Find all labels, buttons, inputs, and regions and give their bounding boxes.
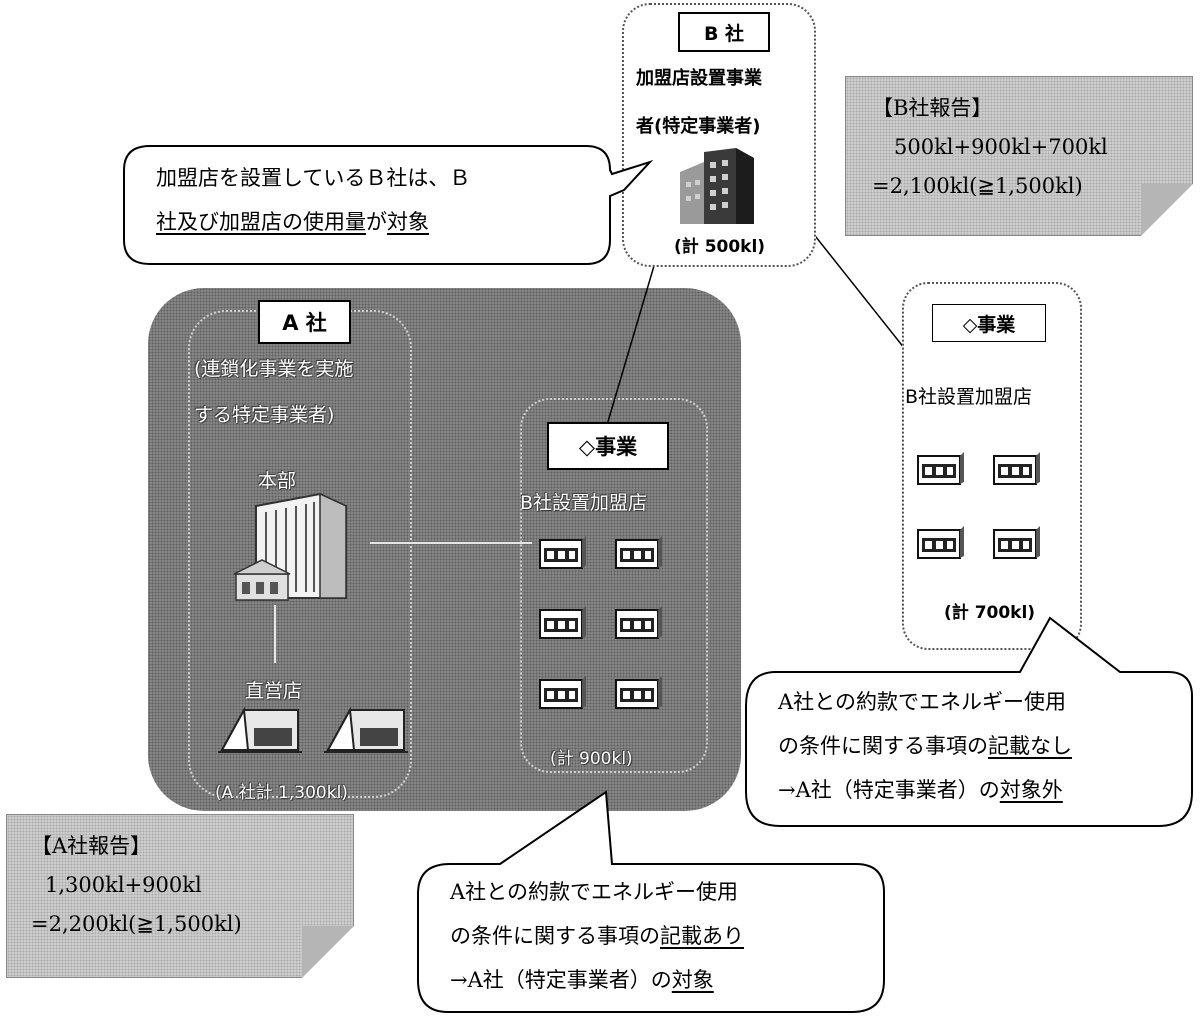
right-business-label: ◇事業 [932, 304, 1046, 342]
franchise-store-icon [615, 536, 662, 569]
office-building-icon [680, 148, 754, 224]
callout-right-text: A社との約款でエネルギー使用 の条件に関する事項の記載なし →A社（特定事業者）… [778, 680, 1072, 812]
page-fold-icon [302, 926, 354, 978]
callout-b-line1: 加盟店を設置しているＢ社は、Ｂ [156, 166, 471, 190]
callout-right-line3-underlined: 対象外 [999, 778, 1063, 802]
callout-bottom-outline [417, 790, 885, 1013]
callout-right-outline [745, 616, 1193, 827]
callout-bottom-line3: →A社（特定事業者）の対象 [450, 958, 744, 1002]
callout-bottom-line3-underlined: 対象 [671, 968, 714, 992]
a-report-line2: =2,200kl(≧1,500kl) [31, 912, 242, 936]
callout-b-line2: 社及び加盟店の使用量が対象 [156, 200, 470, 244]
callout-b-mid: が [366, 210, 387, 234]
b-company-name: B 社 [678, 12, 770, 52]
franchise-store-icon [917, 452, 964, 485]
callout-bottom-line2-plain: の条件に関する事項の [450, 924, 660, 948]
franchise-store-icon [539, 676, 586, 709]
a-business-label-text: ◇事業 [578, 435, 638, 459]
callout-right-line3-plain: →A社（特定事業者）の [778, 778, 1000, 802]
a-business-label: ◇事業 [547, 422, 669, 470]
callout-b-outline [123, 145, 654, 265]
direct-store-icon [218, 706, 302, 753]
a-business-total: (計 900kl) [550, 749, 633, 769]
a-report-line1: 1,300kl+900kl [45, 873, 202, 897]
page-fold-icon [1141, 184, 1193, 236]
headquarters-building-icon [233, 492, 347, 601]
callout-right-line3: →A社（特定事業者）の対象外 [778, 768, 1072, 812]
callout-right-line2-underlined: 記載なし [988, 734, 1072, 758]
callout-bottom-text: A社との約款でエネルギー使用 の条件に関する事項の記載あり →A社（特定事業者）… [450, 870, 744, 1002]
b-report-line1: 500kl+900kl+700kl [894, 135, 1108, 159]
callout-right-line1: A社との約款でエネルギー使用 [778, 690, 1066, 714]
callout-bottom-line2-underlined: 記載あり [660, 924, 744, 948]
a-business-store-grid [538, 536, 664, 712]
franchise-store-icon [615, 606, 662, 639]
direct-store-label: 直営店 [245, 680, 303, 702]
right-business-label-text: ◇事業 [962, 313, 1016, 336]
callout-b-underlined: 社及び加盟店の使用量 [156, 210, 366, 234]
franchise-store-icon [539, 606, 586, 639]
right-business-stores-label: B社設置加盟店 [905, 386, 1033, 408]
b-report-title: 【B社報告】 [872, 96, 993, 120]
a-company-role-line1: (連鎖化事業を実施 [194, 358, 354, 380]
a-company-name: A 社 [258, 300, 351, 344]
franchise-store-icon [917, 526, 964, 559]
a-company-name-text: A 社 [282, 311, 327, 335]
a-company-total: (A 社計 1,300kl) [215, 783, 348, 803]
hq-label: 本部 [258, 470, 297, 492]
right-business-total: (計 700kl) [944, 603, 1036, 623]
b-company-role-line2: 者(特定事業者) [636, 116, 761, 137]
a-company-role-line2: する特定事業者) [194, 404, 335, 426]
a-report-title: 【A社報告】 [31, 834, 152, 858]
b-company-role-line1: 加盟店設置事業 [636, 68, 762, 89]
direct-store-icon [324, 706, 408, 753]
franchise-store-icon [993, 452, 1040, 485]
a-business-stores-label: B社設置加盟店 [520, 492, 648, 514]
b-company-total: (計 500kl) [674, 237, 766, 257]
callout-bottom-line3-plain: →A社（特定事業者）の [450, 968, 672, 992]
right-business-store-grid [916, 452, 1042, 562]
callout-bottom-line2: の条件に関する事項の記載あり [450, 914, 744, 958]
callout-bottom-line1: A社との約款でエネルギー使用 [450, 880, 738, 904]
b-report-line2: =2,100kl(≧1,500kl) [872, 174, 1083, 198]
callout-right-line2: の条件に関する事項の記載なし [778, 724, 1072, 768]
franchise-store-icon [993, 526, 1040, 559]
callout-b-target: 対象 [387, 210, 429, 234]
callout-right-line2-plain: の条件に関する事項の [778, 734, 988, 758]
franchise-store-icon [615, 676, 662, 709]
b-company-name-text: B 社 [703, 22, 745, 45]
franchise-store-icon [539, 536, 586, 569]
b-report-note: 【B社報告】 500kl+900kl+700kl =2,100kl(≧1,500… [845, 76, 1193, 236]
a-report-note: 【A社報告】 1,300kl+900kl =2,200kl(≧1,500kl) [6, 814, 354, 978]
callout-b-text: 加盟店を設置しているＢ社は、Ｂ 社及び加盟店の使用量が対象 [156, 156, 470, 244]
